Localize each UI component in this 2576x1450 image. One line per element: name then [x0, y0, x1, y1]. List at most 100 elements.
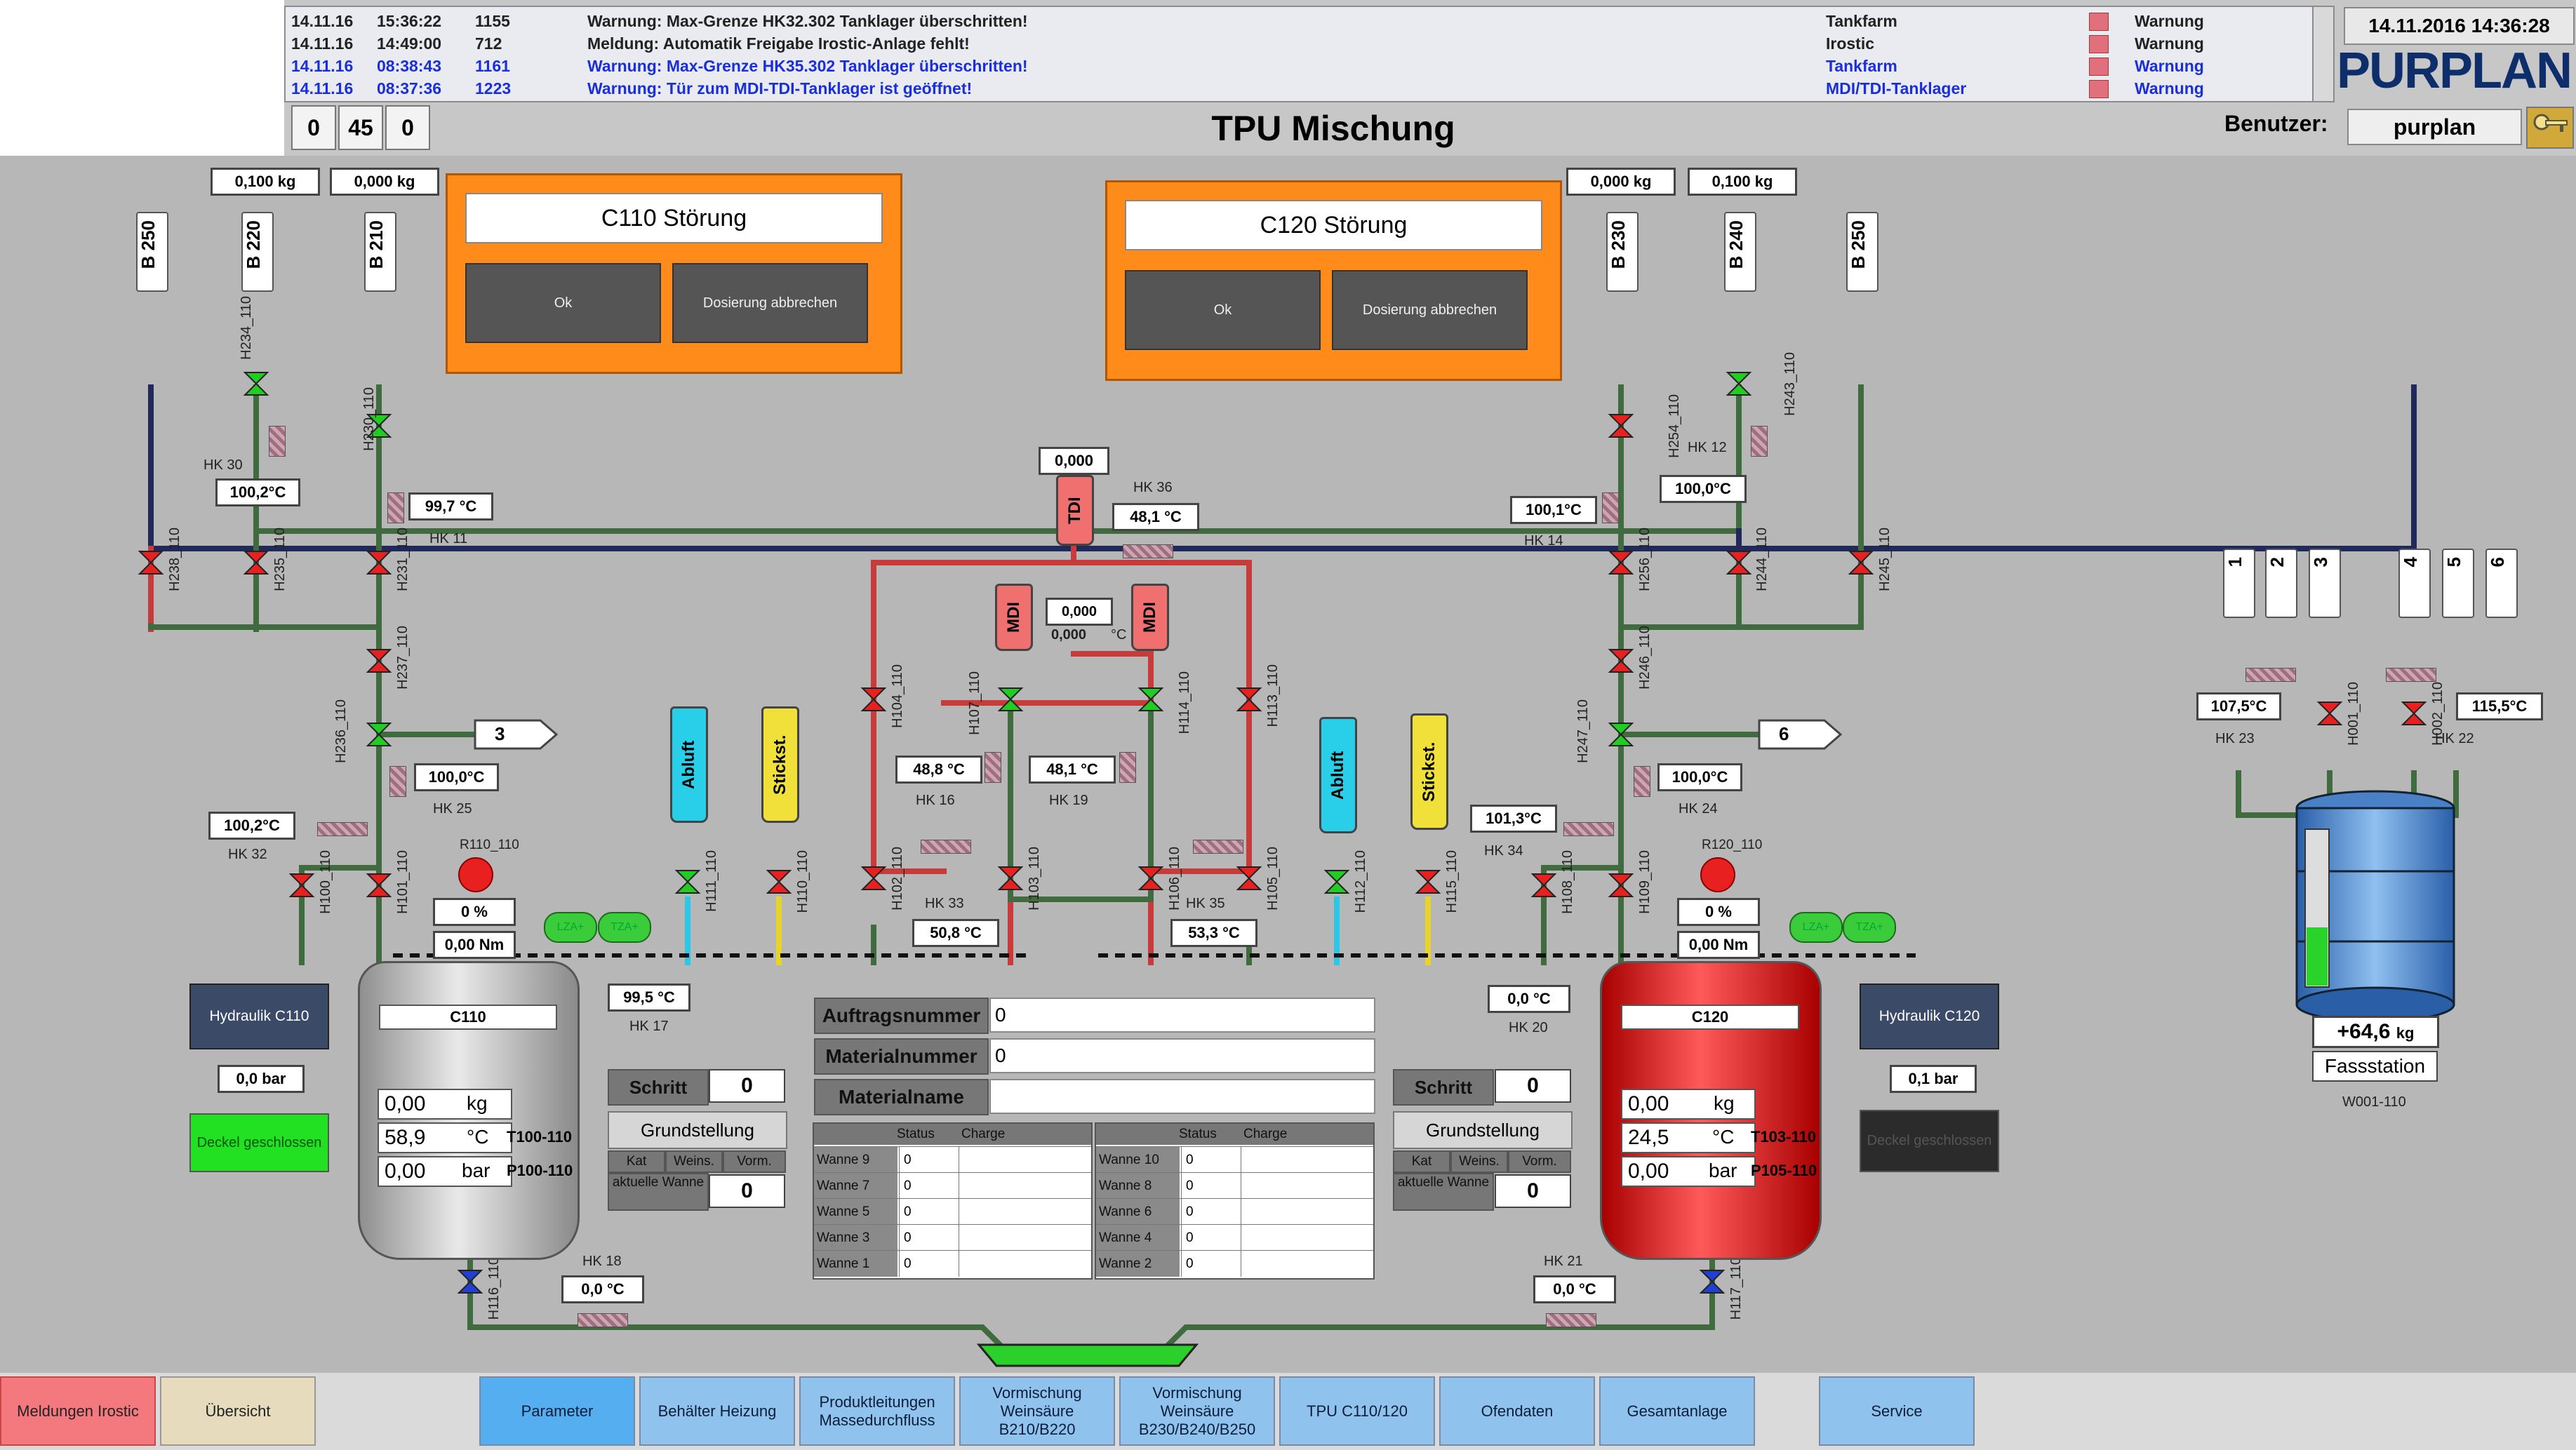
alarm-row[interactable]: 14.11.16 14:49:00 712 Meldung: Automatik…	[286, 32, 2307, 55]
valve-h247[interactable]	[1609, 723, 1633, 746]
valve-h106[interactable]	[1139, 866, 1163, 890]
silo-b250-left[interactable]: B 250	[136, 212, 168, 292]
ok-button[interactable]: Ok	[465, 263, 661, 343]
valve-h116[interactable]	[458, 1270, 482, 1294]
valve-h238[interactable]	[139, 551, 163, 575]
valve-h105[interactable]	[1237, 866, 1261, 890]
nav-product-lines[interactable]: Produktleitungen Massedurchfluss	[799, 1376, 955, 1446]
ok-button[interactable]: Ok	[1125, 270, 1321, 350]
lid-status-c120[interactable]: Deckel geschlossen	[1860, 1110, 1999, 1172]
lid-status-c110[interactable]: Deckel geschlossen	[189, 1113, 329, 1172]
premix-label: Vorm.	[1508, 1150, 1571, 1173]
station-silo-3[interactable]: 3	[2309, 549, 2341, 618]
valve-h231[interactable]	[367, 551, 391, 575]
valve-h101[interactable]	[367, 873, 391, 897]
valve-h235[interactable]	[244, 551, 268, 575]
alarm-scrollbar[interactable]	[2312, 6, 2335, 102]
abort-dosing-button[interactable]: Dosierung abbrechen	[1332, 270, 1528, 350]
valve-h245[interactable]	[1849, 551, 1873, 575]
silo-b230[interactable]: B 230	[1606, 212, 1639, 292]
valve-h254[interactable]	[1609, 414, 1633, 438]
tub-status: 0	[899, 1199, 960, 1225]
valve-h001[interactable]	[2318, 701, 2342, 725]
nav-tpu-c110-120[interactable]: TPU C110/120	[1279, 1376, 1435, 1446]
alarm-row[interactable]: 14.11.16 08:37:36 1223 Warnung: Tür zum …	[286, 77, 2307, 100]
material-name-field[interactable]	[989, 1079, 1375, 1114]
silo-b250-right[interactable]: B 250	[1846, 212, 1878, 292]
home-position-button-c120[interactable]: Grundstellung	[1393, 1111, 1573, 1149]
nav-parameter[interactable]: Parameter	[479, 1376, 635, 1446]
level-alarm-indicator: LZA+	[1789, 912, 1843, 943]
valve-h110[interactable]	[767, 870, 791, 894]
home-position-button-c110[interactable]: Grundstellung	[608, 1111, 787, 1149]
key-icon[interactable]	[2526, 107, 2574, 149]
alarm-time: 15:36:22	[377, 12, 442, 30]
station-silo-2[interactable]: 2	[2265, 549, 2297, 618]
station-silo-6[interactable]: 6	[2485, 549, 2518, 618]
valve-h113[interactable]	[1237, 687, 1261, 711]
valve-h103[interactable]	[999, 866, 1022, 890]
alarm-row[interactable]: 14.11.16 08:38:43 1161 Warnung: Max-Gren…	[286, 55, 2307, 77]
valve-h243[interactable]	[1727, 372, 1751, 396]
valve-h244[interactable]	[1727, 551, 1751, 575]
valve-h102[interactable]	[862, 866, 886, 890]
valve-h256[interactable]	[1609, 551, 1633, 575]
link-arrow-6[interactable]: 6	[1758, 719, 1843, 750]
alarm-row[interactable]: 14.11.16 15:36:22 1155 Warnung: Max-Gren…	[286, 10, 2307, 32]
hydraulic-c120-button[interactable]: Hydraulik C120	[1860, 984, 1999, 1049]
silo-b220[interactable]: B 220	[241, 212, 274, 292]
stirrer-motor-c120[interactable]	[1700, 857, 1735, 892]
nav-oven-data[interactable]: Ofendaten	[1439, 1376, 1595, 1446]
valve-h112[interactable]	[1325, 870, 1349, 894]
valve-h109[interactable]	[1609, 873, 1633, 897]
stirrer-motor-c110[interactable]	[458, 857, 493, 892]
valve-h108[interactable]	[1532, 873, 1556, 897]
silo-b210[interactable]: B 210	[364, 212, 396, 292]
drum-icon[interactable]	[2291, 787, 2460, 1026]
station-silo-1[interactable]: 1	[2223, 549, 2255, 618]
valve-h236[interactable]	[367, 723, 391, 746]
nav-messages-irostic[interactable]: Meldungen Irostic	[0, 1376, 156, 1446]
material-number-field[interactable]: 0	[989, 1038, 1375, 1073]
hk30-label: HK 30	[203, 457, 243, 473]
user-field[interactable]: purplan	[2347, 109, 2522, 145]
valve-h234[interactable]	[244, 372, 268, 396]
nav-container-heating[interactable]: Behälter Heizung	[639, 1376, 795, 1446]
valve-h115[interactable]	[1416, 870, 1440, 894]
valve-h104[interactable]	[862, 687, 886, 711]
nav-service[interactable]: Service	[1819, 1376, 1975, 1446]
hydraulic-c110-button[interactable]: Hydraulik C110	[189, 984, 329, 1049]
valve-h111[interactable]	[676, 870, 700, 894]
hk16-label: HK 16	[916, 793, 955, 808]
valve-h246[interactable]	[1609, 649, 1633, 673]
valve-h237[interactable]	[367, 649, 391, 673]
silo-b240[interactable]: B 240	[1724, 212, 1756, 292]
valve-label: H111_110	[704, 850, 719, 912]
alarm-list[interactable]: 14.11.16 15:36:22 1155 Warnung: Max-Gren…	[284, 6, 2315, 102]
nav-premix-b230-b240-b250[interactable]: Vormischung Weinsäure B230/B240/B250	[1119, 1376, 1275, 1446]
nav-overview[interactable]: Übersicht	[160, 1376, 316, 1446]
valve-h107[interactable]	[999, 687, 1022, 711]
order-number-field[interactable]: 0	[989, 998, 1375, 1033]
nav-overall-plant[interactable]: Gesamtanlage	[1599, 1376, 1755, 1446]
abort-dosing-button[interactable]: Dosierung abbrechen	[672, 263, 868, 343]
valve-h002[interactable]	[2402, 701, 2426, 725]
station-silo-5[interactable]: 5	[2442, 549, 2474, 618]
valve-h100[interactable]	[290, 873, 314, 897]
link-arrow-3[interactable]: 3	[474, 719, 559, 750]
temp-hk23: 107,5°C	[2196, 692, 2281, 720]
station-silo-4[interactable]: 4	[2398, 549, 2431, 618]
nav-premix-b210-b220[interactable]: Vormischung Weinsäure B210/B220	[959, 1376, 1115, 1446]
valve-h117[interactable]	[1700, 1270, 1724, 1294]
valve-h114[interactable]	[1139, 687, 1163, 711]
